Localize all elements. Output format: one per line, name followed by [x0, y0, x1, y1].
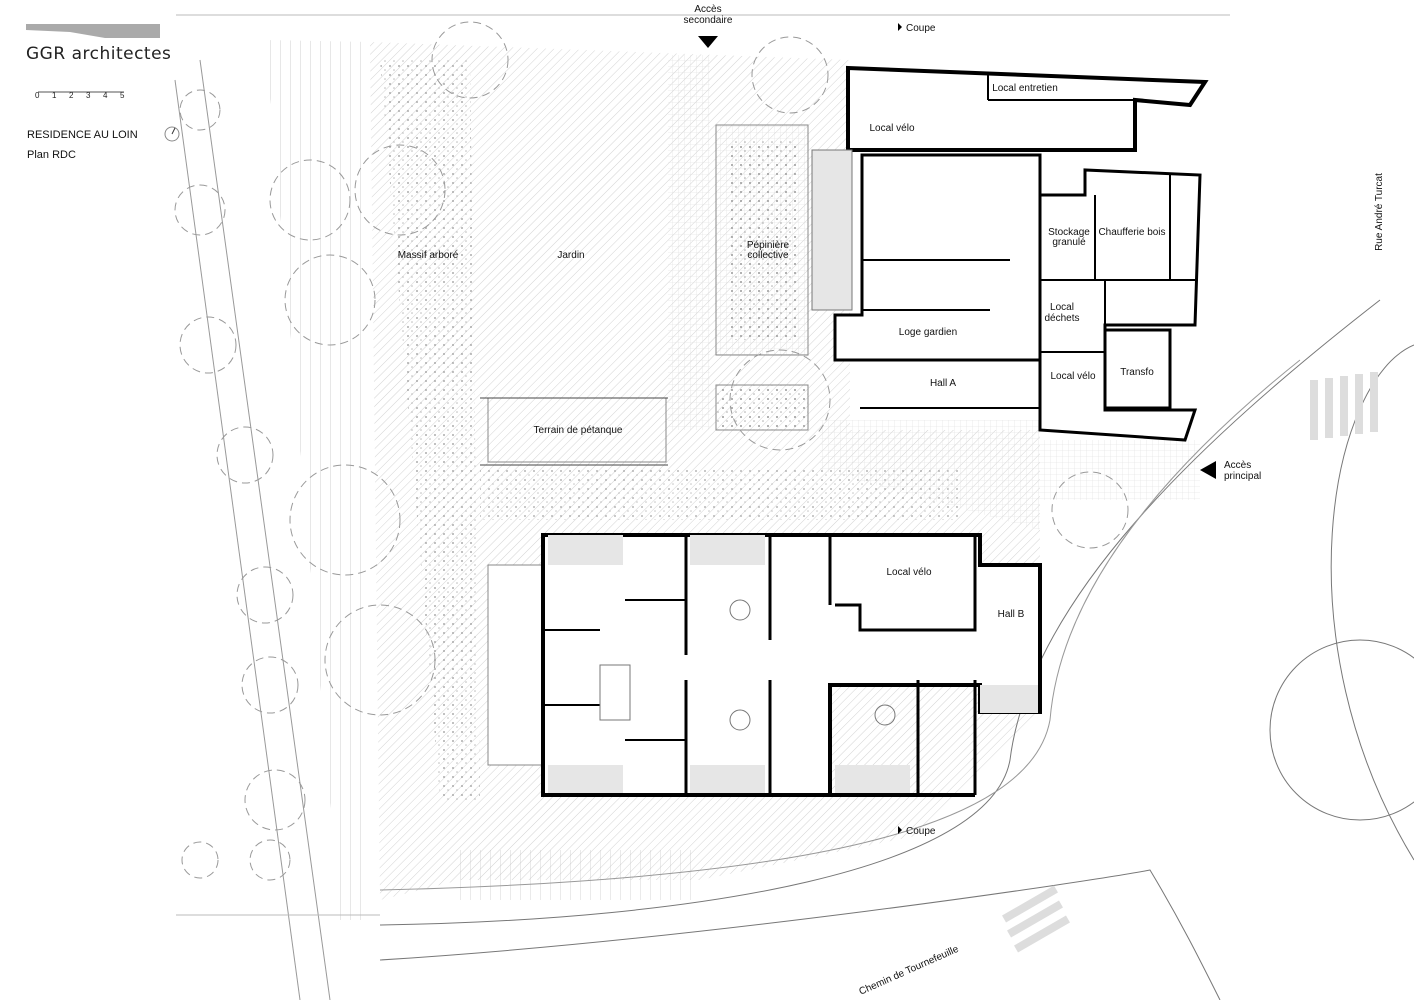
label-local-velo-east: Local vélo — [1050, 371, 1095, 382]
north-arrow-icon — [164, 126, 180, 142]
label-chaufferie: Chaufferie bois — [1098, 227, 1165, 238]
section-marker-top-icon — [898, 23, 902, 31]
label-stockage-1: Stockage — [1048, 227, 1090, 238]
label-petanque: Terrain de pétanque — [534, 425, 623, 436]
label-dechets-1: Local — [1050, 302, 1074, 313]
label-loge-gardien: Loge gardien — [899, 327, 957, 338]
drawing-title: Plan RDC — [27, 149, 76, 161]
trees — [174, 21, 1129, 881]
label-acces-secondaire-2: secondaire — [684, 15, 733, 26]
label-hall-b: Hall B — [998, 609, 1025, 620]
label-coupe-top: Coupe — [906, 23, 936, 34]
label-dechets-2: déchets — [1044, 313, 1079, 324]
scale-tick: 1 — [52, 91, 57, 100]
label-chemin-de-tournefeuille: Chemin de Tournefeuille — [858, 944, 961, 998]
massif-arbore-area — [380, 60, 480, 800]
label-local-entretien: Local entretien — [992, 83, 1058, 94]
label-acces-secondaire-1: Accès — [694, 4, 721, 15]
label-jardin: Jardin — [557, 250, 584, 261]
label-local-velo-north: Local vélo — [869, 123, 914, 134]
scale-tick: 2 — [69, 91, 74, 100]
path-paving — [668, 55, 710, 430]
project-title: RESIDENCE AU LOIN — [27, 129, 138, 141]
label-acces-principal-2: principal — [1224, 471, 1261, 482]
scale-tick: 5 — [120, 91, 125, 100]
label-acces-principal-1: Accès — [1224, 460, 1251, 471]
label-rue-andre-turcat: Rue André Turcat — [1374, 173, 1385, 251]
crosswalk — [1002, 372, 1378, 953]
label-hall-a: Hall A — [930, 378, 956, 389]
label-local-velo-south: Local vélo — [886, 567, 931, 578]
label-massif-arbore: Massif arboré — [398, 250, 459, 261]
label-coupe-bottom: Coupe — [906, 826, 936, 837]
section-marker-bottom-icon — [898, 826, 902, 834]
logo-bar — [26, 24, 160, 38]
label-pepiniere-1: Pépinière — [747, 240, 790, 251]
north-building — [811, 65, 1209, 442]
scale-tick: 3 — [86, 91, 91, 100]
scale-ticks: 0 1 2 3 4 5 — [35, 91, 137, 100]
parking-area — [265, 40, 370, 920]
label-stockage-2: granulé — [1052, 237, 1086, 248]
acces-secondaire-marker-icon — [698, 36, 718, 48]
label-transfo: Transfo — [1120, 367, 1154, 378]
firm-name: GGR architectes — [26, 44, 172, 64]
acces-principal-marker-icon — [1200, 461, 1216, 479]
scale-tick: 4 — [103, 91, 108, 100]
label-pepiniere-2: collective — [747, 250, 789, 261]
south-building — [487, 533, 1042, 797]
scale-tick: 0 — [35, 91, 40, 100]
